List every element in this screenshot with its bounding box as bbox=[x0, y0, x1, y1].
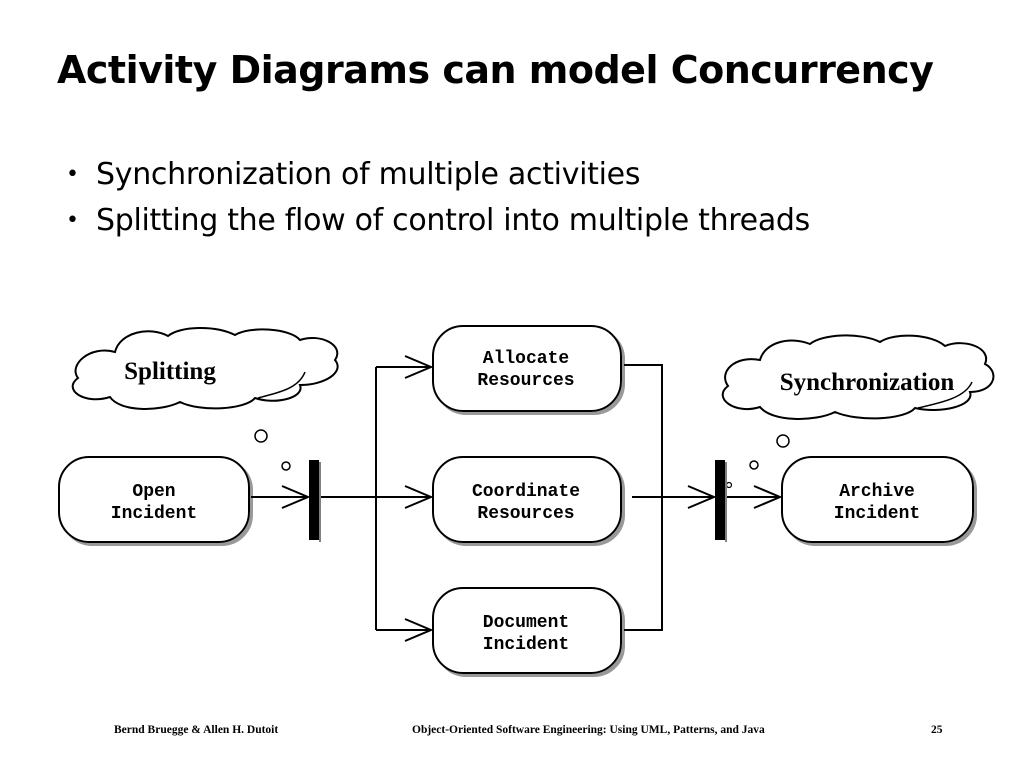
bullet-text: Splitting the flow of control into multi… bbox=[96, 203, 810, 238]
activity-label: Resources bbox=[477, 371, 574, 391]
footer-book-title: Object-Oriented Software Engineering: Us… bbox=[412, 724, 765, 736]
activity-allocate-resources: Allocate Resources bbox=[432, 325, 622, 412]
thought-bubble-large bbox=[776, 434, 790, 448]
activity-label: Document bbox=[483, 613, 569, 633]
slide-title: Activity Diagrams can model Concurrency bbox=[57, 48, 934, 92]
synchronization-cloud: Synchronization bbox=[721, 334, 995, 420]
arrowhead bbox=[281, 485, 311, 509]
bullet-item: • Splitting the flow of control into mul… bbox=[62, 198, 810, 244]
activity-diagram: Splitting Synchronization Open Incident … bbox=[58, 325, 995, 674]
arrowhead bbox=[404, 355, 434, 379]
activity-archive-incident: Archive Incident bbox=[781, 456, 974, 543]
bullet-item: • Synchronization of multiple activities bbox=[62, 152, 810, 198]
splitting-label: Splitting bbox=[124, 358, 216, 385]
activity-open-incident: Open Incident bbox=[58, 456, 250, 543]
activity-label: Open bbox=[132, 482, 175, 502]
activity-label: Incident bbox=[834, 504, 920, 524]
join-bar bbox=[715, 460, 727, 542]
thought-bubble-tiny bbox=[725, 481, 733, 489]
footer-page-number: 25 bbox=[931, 724, 943, 736]
activity-label: Incident bbox=[111, 504, 197, 524]
arrowhead bbox=[404, 618, 434, 642]
thought-bubble-large bbox=[254, 429, 268, 443]
thought-bubble-small bbox=[749, 460, 759, 470]
footer-authors: Bernd Bruegge & Allen H. Dutoit bbox=[114, 724, 279, 736]
arrowhead bbox=[404, 485, 434, 509]
activity-coordinate-resources: Coordinate Resources bbox=[432, 456, 622, 543]
bullet-text: Synchronization of multiple activities bbox=[96, 157, 641, 192]
synchronization-label: Synchronization bbox=[780, 369, 955, 396]
arrowhead bbox=[753, 485, 783, 509]
activity-label: Coordinate bbox=[472, 482, 580, 502]
bullet-icon: • bbox=[66, 208, 79, 233]
fork-bar bbox=[309, 460, 321, 542]
activity-document-incident: Document Incident bbox=[432, 587, 622, 674]
activity-label: Incident bbox=[483, 635, 569, 655]
splitting-cloud: Splitting bbox=[71, 327, 339, 410]
bullet-list: • Synchronization of multiple activities… bbox=[62, 152, 810, 244]
activity-label: Allocate bbox=[483, 349, 569, 369]
activity-label: Resources bbox=[477, 504, 574, 524]
bullet-icon: • bbox=[66, 162, 79, 187]
activity-label: Archive bbox=[839, 482, 915, 502]
thought-bubble-small bbox=[281, 461, 291, 471]
arrowhead bbox=[687, 485, 717, 509]
